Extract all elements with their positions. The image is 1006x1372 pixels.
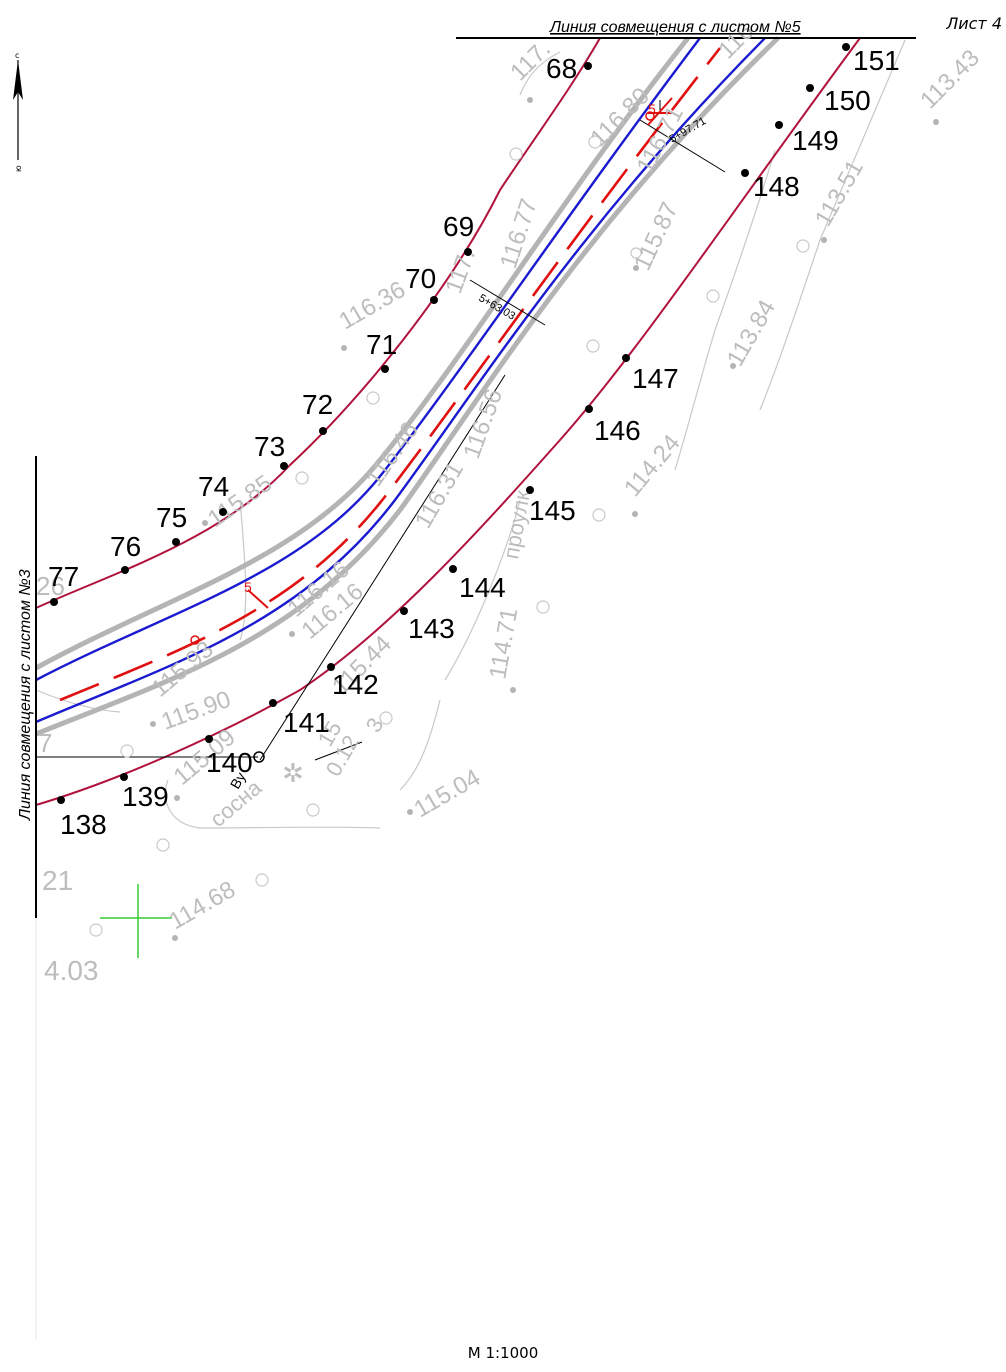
point-dot-138 [57,796,65,804]
point-label-146: 146 [594,415,641,446]
north-arrow-icon: с ю [13,51,23,172]
point-dot-71 [381,365,389,373]
south-letter: ю [14,165,23,172]
point-label-142: 142 [332,669,379,700]
elev-e20: 115.04 [410,764,486,823]
point-label-69: 69 [443,211,474,242]
point-label-139: 139 [122,781,169,812]
point-label-75: 75 [156,502,187,533]
angle-marker-bottom [190,635,200,645]
picket-tick-small [247,589,269,609]
point-dot-69 [464,248,472,256]
sheet-label: Лист 4 [946,14,1002,33]
elev-e23: 113.84 [722,295,781,371]
elev-e29: 7 [38,728,52,758]
point-label-143: 143 [408,613,455,644]
point-label-149: 149 [792,125,839,156]
point-dot-146 [585,405,593,413]
point-dot-68 [584,62,592,70]
elevation-dots [150,97,939,941]
scale-label: М 1:1000 [467,1344,539,1362]
north-letter: с [15,51,19,60]
elev-e9: 116.46 [361,417,424,491]
point-dot-143 [400,607,408,615]
point-dot-74 [219,508,227,516]
angle-marker-top [645,111,655,121]
point-dot-145 [526,486,534,494]
pipe-lines [35,37,766,724]
mark-5a: 5 [244,579,252,595]
match-line-top-label: Линия совмещения с листом №5 [549,19,801,36]
point-label-77: 77 [48,561,79,592]
elev-e21: 114.68 [165,876,241,935]
elev-e10: 116.56 [458,386,508,463]
point-dot-147 [622,354,630,362]
elev-e28: 26 [36,571,65,601]
tree-icon: ✲ [282,759,304,789]
elev-e18: 114.71 [484,606,523,681]
angle-point-140 [253,751,265,763]
point-dot-141 [269,699,277,707]
point-label-72: 72 [302,389,333,420]
match-line-left-label: Линия совмещения с листом №3 [17,569,34,821]
mark-5b: 5 [648,101,656,117]
tree-dims3: 3 [361,713,389,736]
vu-label: Ву [227,769,249,791]
point-dot-73 [280,462,288,470]
point-dot-151 [842,43,850,51]
elev-e27: 21 [42,865,73,896]
point-dot-139 [120,773,128,781]
point-label-70: 70 [405,263,436,294]
south-boundary-points: 1381391401411421431441451461471481491501… [57,43,900,840]
point-label-73: 73 [254,431,285,462]
point-dot-140 [205,735,213,743]
picket-lines [259,100,726,761]
elev-e5: 116.77 [495,195,543,271]
point-label-68: 68 [546,53,577,84]
elev-e8: 117. [440,246,481,297]
point-label-151: 151 [853,45,900,76]
terrain-circles [89,135,810,937]
point-dot-72 [319,427,327,435]
point-label-148: 148 [753,171,800,202]
point-label-140: 140 [206,747,253,778]
elev-e6: 115.87 [629,198,684,274]
elev-e7: 116.36 [335,276,411,335]
point-dot-149 [775,121,783,129]
point-label-145: 145 [529,495,576,526]
point-dot-150 [806,84,814,92]
elev-e25: 113.43 [915,45,985,115]
point-dot-75 [172,538,180,546]
point-label-74: 74 [198,471,229,502]
point-dot-70 [430,296,438,304]
red-marks: 5 5 [244,101,656,595]
point-dot-148 [741,169,749,177]
grid-cross-icon [100,884,172,958]
point-label-141: 141 [283,707,330,738]
point-dot-142 [327,663,335,671]
elev-e26: 4.03 [44,955,99,986]
point-label-76: 76 [110,531,141,562]
road-edges [34,36,780,737]
point-label-147: 147 [632,363,679,394]
point-label-71: 71 [366,329,397,360]
axis-line [59,47,722,702]
point-label-150: 150 [824,85,871,116]
terrain-contours [35,39,906,829]
point-label-138: 138 [60,809,107,840]
boundary-lines [35,37,861,806]
point-dot-144 [449,565,457,573]
point-dot-77 [50,598,58,606]
point-dot-76 [121,566,129,574]
elev-e22: 113.51 [810,155,869,231]
point-label-144: 144 [459,572,506,603]
